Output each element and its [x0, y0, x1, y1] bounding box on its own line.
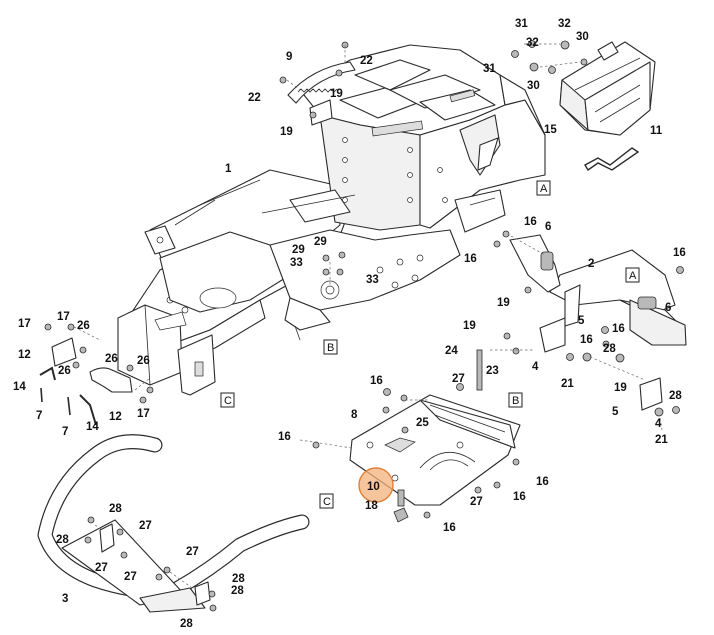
callout: 19	[497, 297, 510, 309]
callout: 19	[280, 126, 293, 138]
callout: 31	[483, 63, 496, 75]
callout: 25	[416, 417, 429, 429]
callout: 7	[36, 410, 42, 422]
callout: 3	[62, 593, 68, 605]
callout: 33	[290, 257, 303, 269]
callout: 7	[62, 426, 68, 438]
callout: 17	[18, 318, 31, 330]
callout: 19	[330, 88, 343, 100]
callout: 14	[86, 421, 99, 433]
callout: 31	[515, 18, 528, 30]
callout: 27	[139, 520, 152, 532]
section-ref-a-top	[536, 180, 551, 196]
callout: 32	[526, 37, 539, 49]
callout: 16	[524, 216, 537, 228]
callout: 29	[314, 236, 327, 248]
callouts: 31 32 30 9 22 19 22 31 30 32 15 11 19 1 …	[13, 18, 686, 630]
fasteners	[44, 40, 684, 612]
mount-plate	[349, 394, 521, 506]
section-ref-a-right	[625, 267, 640, 283]
highlight-marker	[358, 467, 394, 503]
callout: 28	[231, 585, 244, 597]
callout: 30	[527, 80, 540, 92]
callout: 8	[351, 409, 358, 421]
callout: 28	[109, 503, 122, 515]
callout: 28	[603, 343, 616, 355]
callout: 19	[463, 320, 476, 332]
callout: 24	[445, 345, 458, 357]
leader-lines	[73, 43, 663, 591]
callout: 16	[278, 431, 291, 443]
callout: 5	[578, 315, 585, 327]
callout: 30	[576, 31, 589, 43]
callout: 16	[536, 476, 549, 488]
callout: 28	[56, 534, 69, 546]
callout: 32	[558, 18, 571, 30]
callout: 21	[561, 378, 574, 390]
section-letter: C	[323, 496, 331, 508]
section-ref-c-bottom	[319, 493, 334, 509]
callout: 26	[137, 355, 150, 367]
callout: 4	[532, 361, 539, 373]
callout: 16	[370, 375, 383, 387]
callout: 5	[612, 406, 619, 418]
callout: 28	[669, 390, 682, 402]
section-letter: A	[540, 183, 548, 195]
callout: 1	[225, 163, 232, 175]
callout: 12	[109, 411, 122, 423]
callout: 33	[366, 274, 379, 286]
callout: 26	[105, 353, 118, 365]
callout: 19	[614, 382, 627, 394]
callout: 4	[655, 418, 662, 430]
axle-lever	[509, 234, 687, 411]
callout: 16	[464, 253, 477, 265]
callout: 29	[292, 244, 305, 256]
callout: 16	[673, 247, 686, 259]
section-ref-b-right	[508, 392, 523, 408]
section-letter: B	[512, 395, 519, 407]
highlighted-callout: 10	[367, 481, 380, 493]
section-ref-b-left	[323, 339, 338, 355]
callout: 28	[232, 573, 245, 585]
left-bracket-parts	[39, 337, 133, 426]
callout: 6	[545, 221, 551, 233]
callout: 16	[443, 522, 456, 534]
callout: 22	[360, 55, 373, 67]
callout: 22	[248, 92, 261, 104]
section-letter: C	[224, 395, 232, 407]
chassis-frame	[117, 44, 546, 396]
callout: 26	[58, 365, 71, 377]
callout: 27	[470, 496, 483, 508]
callout: 6	[665, 302, 671, 314]
callout: 17	[137, 408, 150, 420]
callout: 14	[13, 381, 26, 393]
callout: 21	[655, 434, 668, 446]
callout: 11	[650, 125, 663, 137]
callout: 16	[513, 491, 526, 503]
callout: 16	[580, 334, 593, 346]
callout: 27	[95, 562, 108, 574]
section-ref-c-left	[220, 392, 235, 408]
callout: 15	[544, 124, 557, 136]
callout: 27	[452, 373, 465, 385]
front-bumper	[37, 434, 310, 613]
callout: 28	[180, 618, 193, 630]
callout: 16	[612, 323, 625, 335]
callout: 9	[286, 51, 292, 63]
callout: 23	[486, 365, 499, 377]
callout: 2	[588, 258, 594, 270]
hold-down-rod	[584, 147, 640, 172]
callout: 26	[77, 320, 90, 332]
callout: 17	[57, 311, 70, 323]
callout: 27	[186, 546, 199, 558]
callout: 18	[365, 500, 378, 512]
callout: 27	[124, 571, 137, 583]
section-letter: B	[327, 342, 334, 354]
section-letter: A	[629, 270, 637, 282]
battery-box	[559, 41, 656, 136]
callout: 12	[18, 349, 31, 361]
